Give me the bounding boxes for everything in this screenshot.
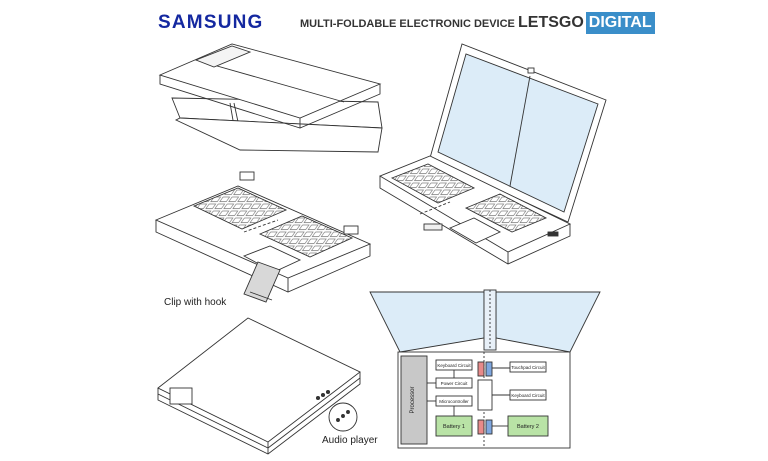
screen-fold-line <box>509 75 531 187</box>
connector-bus <box>477 379 493 411</box>
logo-text-digital: DIGITAL <box>585 12 655 34</box>
folded-top <box>157 317 361 443</box>
clip-with-hook <box>243 261 281 303</box>
laptop-screen <box>437 53 599 213</box>
battery-2-label: Battery 2 <box>517 424 539 430</box>
touchpad-circuit-box <box>509 361 547 373</box>
folded-device-view <box>157 317 361 455</box>
hinge-clip-top <box>239 171 255 181</box>
touchpad-circuit-label: Touchpad Circuit <box>511 365 545 370</box>
cover-fold-seam <box>195 59 345 103</box>
connector-blue-top <box>485 361 493 377</box>
laptop-touchpad <box>448 217 502 244</box>
samsung-brand-logo: SAMSUNG <box>158 12 264 33</box>
connector-red-bottom <box>477 419 485 435</box>
audio-port-dots <box>315 389 331 401</box>
laptop-keyboard-left <box>390 163 476 204</box>
circuit-schematic: Processor Keyboard Circuit Power Circuit… <box>369 289 601 449</box>
microcontroller-label: Microcontroller <box>439 399 469 404</box>
battery-1-label: Battery 1 <box>443 424 465 430</box>
schematic-screen-right <box>495 291 601 353</box>
diagram-title: MULTI-FOLDABLE ELECTRONIC DEVICE <box>300 18 515 30</box>
connector-blue-bottom <box>485 419 493 435</box>
laptop-hinge <box>423 223 443 231</box>
open-laptop-view <box>378 43 607 265</box>
folded-hinge-block <box>169 387 193 405</box>
laptop-keyboard-right <box>464 193 548 233</box>
hinge-clip-side <box>343 225 359 235</box>
audio-player-label: Audio player <box>322 435 378 446</box>
keyboard-left <box>192 187 288 230</box>
clip-with-hook-label: Clip with hook <box>164 297 227 308</box>
exploded-cover-view <box>158 43 383 153</box>
power-circuit-label: Power Circuit <box>441 381 469 386</box>
keyboard-base-view <box>154 171 372 303</box>
connector-red-top <box>477 361 485 377</box>
processor-label: Processor <box>410 386 416 413</box>
logo-text-letsgo: LETSGO <box>518 14 584 31</box>
keyboard-circuit-right-label: Keyboard Circuit <box>511 393 545 398</box>
hinge-block <box>194 45 252 68</box>
processor-block <box>400 355 428 445</box>
camera <box>527 67 535 74</box>
keyboard-right <box>258 215 354 258</box>
schematic-screen-left <box>369 291 485 353</box>
keyboard-circuit-left-label: Keyboard Circuit <box>437 363 471 368</box>
letsgodigital-logo: LETSGO DIGITAL <box>518 12 655 34</box>
flex-layer <box>174 117 383 153</box>
usb-port <box>547 231 559 237</box>
